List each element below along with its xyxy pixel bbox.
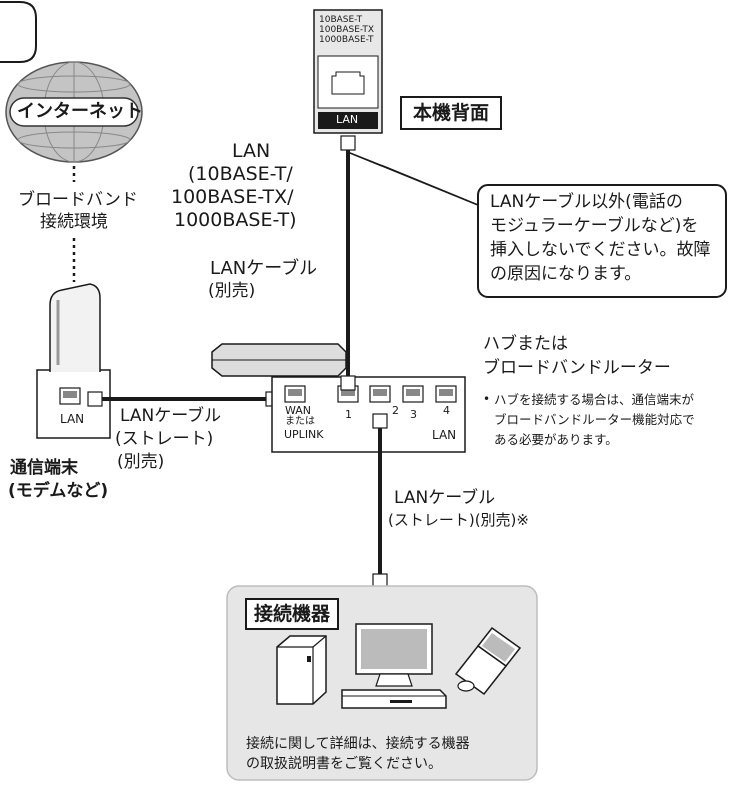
hub-router-icon <box>211 343 466 453</box>
lan-standard-3: 1000BASE-T <box>319 35 374 45</box>
modem-icon <box>36 283 111 439</box>
hub-note-line2: ブロードバンドルーター機能対応で <box>494 412 695 427</box>
devices-note-line2: の取扱説明書をご覧ください。 <box>246 756 442 772</box>
laptop-icon <box>454 626 522 696</box>
lan-spec-line2: (10BASE-T/ <box>188 163 293 185</box>
main-cable-label-line1: LANケーブル <box>210 258 318 279</box>
lan-spec-line3: 100BASE-TX/ <box>171 186 294 208</box>
main-cable-label-line2: (別売) <box>208 281 256 301</box>
modem-cable-line2: (ストレート) <box>115 429 214 449</box>
device-cable-line2: (ストレート)(別売)※ <box>388 511 529 529</box>
broadband-label-line2: 接続環境 <box>40 212 108 232</box>
lan-spec-line4: 1000BASE-T) <box>174 209 297 231</box>
globe-icon <box>5 61 143 163</box>
hub-uplink-label: UPLINK <box>284 428 324 441</box>
modem-caption-line1: 通信端末 <box>10 458 78 478</box>
devices-note-line1: 接続に関して詳細は、接続する機器 <box>246 736 470 752</box>
hub-lan-label: LAN <box>432 428 457 442</box>
hub-note-bullet: • <box>483 392 491 406</box>
hub-title-line2: ブロードバンドルーター <box>483 358 671 378</box>
hub-wan-label: WAN <box>285 404 312 417</box>
tv-monitor-icon <box>355 623 433 687</box>
devices-title: 接続機器 <box>245 598 339 630</box>
warning-pointer <box>349 152 501 215</box>
warning-box <box>477 184 727 298</box>
internet-label: インターネット <box>17 101 143 122</box>
hub-port-1: 1 <box>345 408 352 421</box>
corner-tab <box>0 1 37 63</box>
hub-wan-or-label: または <box>285 416 315 427</box>
modem-cable-line3: (別売) <box>117 452 165 472</box>
warning-line1: LANケーブル以外(電話の <box>490 192 683 212</box>
modem-caption-line2: (モデムなど) <box>8 481 109 501</box>
hub-port-3: 3 <box>410 408 417 421</box>
hub-note-line3: ある必要があります。 <box>494 432 618 447</box>
device-cable-line1: LANケーブル <box>394 488 496 508</box>
pc-tower-icon <box>276 635 327 705</box>
lan-standard-1: 10BASE-T <box>319 15 363 25</box>
modem-port-label: LAN <box>60 412 85 426</box>
hub-title-line1: ハブまたは <box>483 334 568 354</box>
modem-cable-line1: LANケーブル <box>120 406 222 426</box>
plug-icon <box>372 413 388 429</box>
plug-icon <box>340 135 356 151</box>
recorder-icon <box>341 689 447 709</box>
broadband-label-line1: ブロードバンド <box>18 190 138 210</box>
warning-line3: 挿入しないでください。故障 <box>490 240 711 260</box>
warning-line4: の原因になります。 <box>490 264 642 284</box>
hub-port-2: 2 <box>392 404 399 417</box>
lan-port-panel <box>313 9 383 134</box>
hub-port-4: 4 <box>443 404 450 417</box>
lan-spec-line1: LAN <box>232 140 271 162</box>
main-unit-back-label: 本機背面 <box>400 96 502 130</box>
plug-icon <box>340 375 356 391</box>
warning-line2: モジュラーケーブルなど)を <box>490 216 699 236</box>
hub-note-line1: ハブを接続する場合は、通信端末が <box>494 392 695 407</box>
lan-port-label: LAN <box>336 113 359 126</box>
lan-standard-2: 100BASE-TX <box>319 25 374 35</box>
